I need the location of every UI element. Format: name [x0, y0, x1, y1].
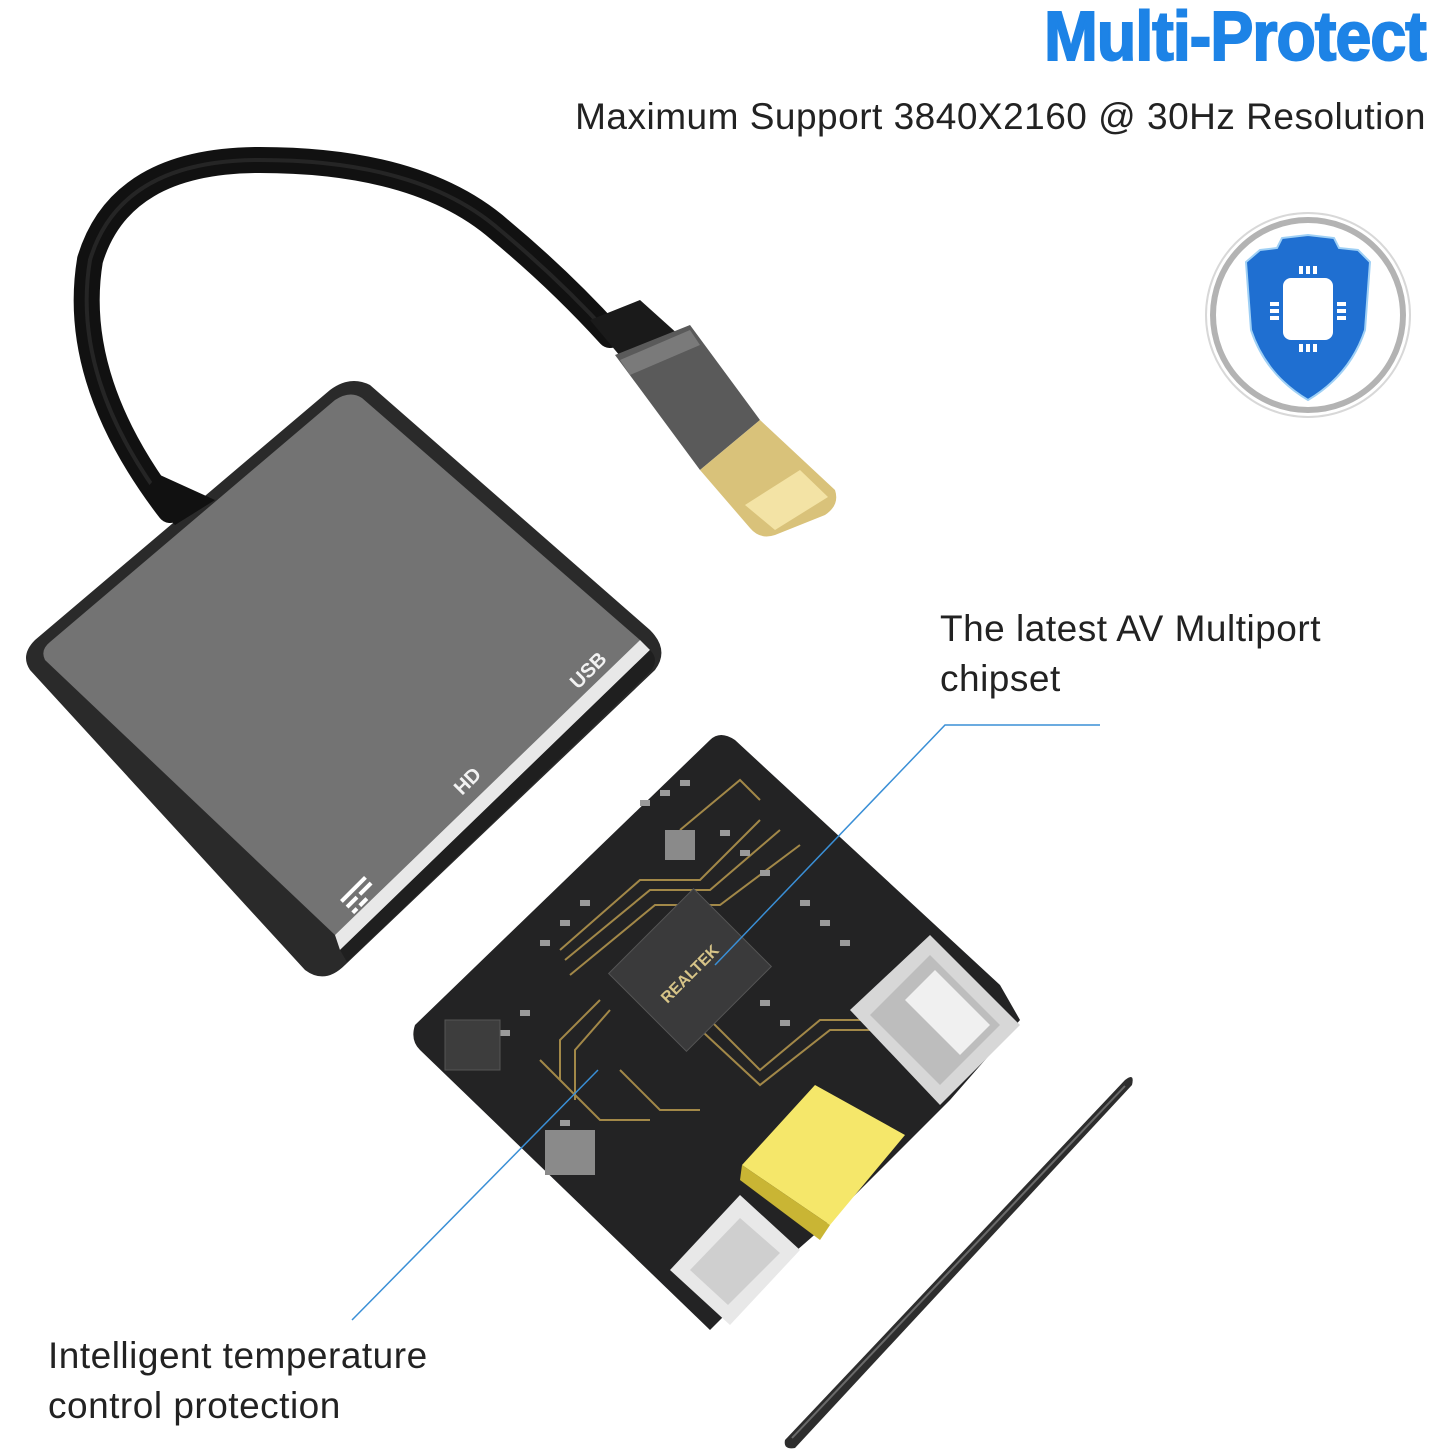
- ic-small: [444, 1019, 501, 1071]
- temperature-callout-line1: Intelligent temperature: [48, 1335, 428, 1376]
- usb-c-plug: [615, 325, 837, 537]
- chipset-callout-line: [714, 724, 1100, 966]
- hdmi-port: [740, 1085, 905, 1240]
- shield-chip-icon: [1200, 210, 1416, 420]
- realtek-chip: REALTEK: [607, 887, 773, 1053]
- adapter-body: [26, 381, 662, 977]
- resolution-subtitle: Maximum Support 3840X2160 @ 30Hz Resolut…: [575, 96, 1426, 137]
- regulator-chip: [545, 1130, 595, 1175]
- temperature-callout: Intelligent temperature control protecti…: [48, 1331, 428, 1431]
- chipset-callout-line1: The latest AV Multiport: [940, 608, 1321, 649]
- usb-c-pd-icon: [340, 875, 373, 915]
- chipset-callout-line2: chipset: [940, 658, 1061, 699]
- pcb-board: REALTEK: [413, 735, 1020, 1330]
- temperature-callout-line: [351, 1069, 599, 1321]
- callout-lines: [351, 724, 1100, 1321]
- usb-a-port: [850, 935, 1020, 1105]
- chipset-callout: The latest AV Multiport chipset: [940, 604, 1321, 704]
- temperature-callout-line2: control protection: [48, 1385, 341, 1426]
- usb-c-port: [670, 1195, 800, 1325]
- page-title: Multi-Protect: [1043, 0, 1427, 76]
